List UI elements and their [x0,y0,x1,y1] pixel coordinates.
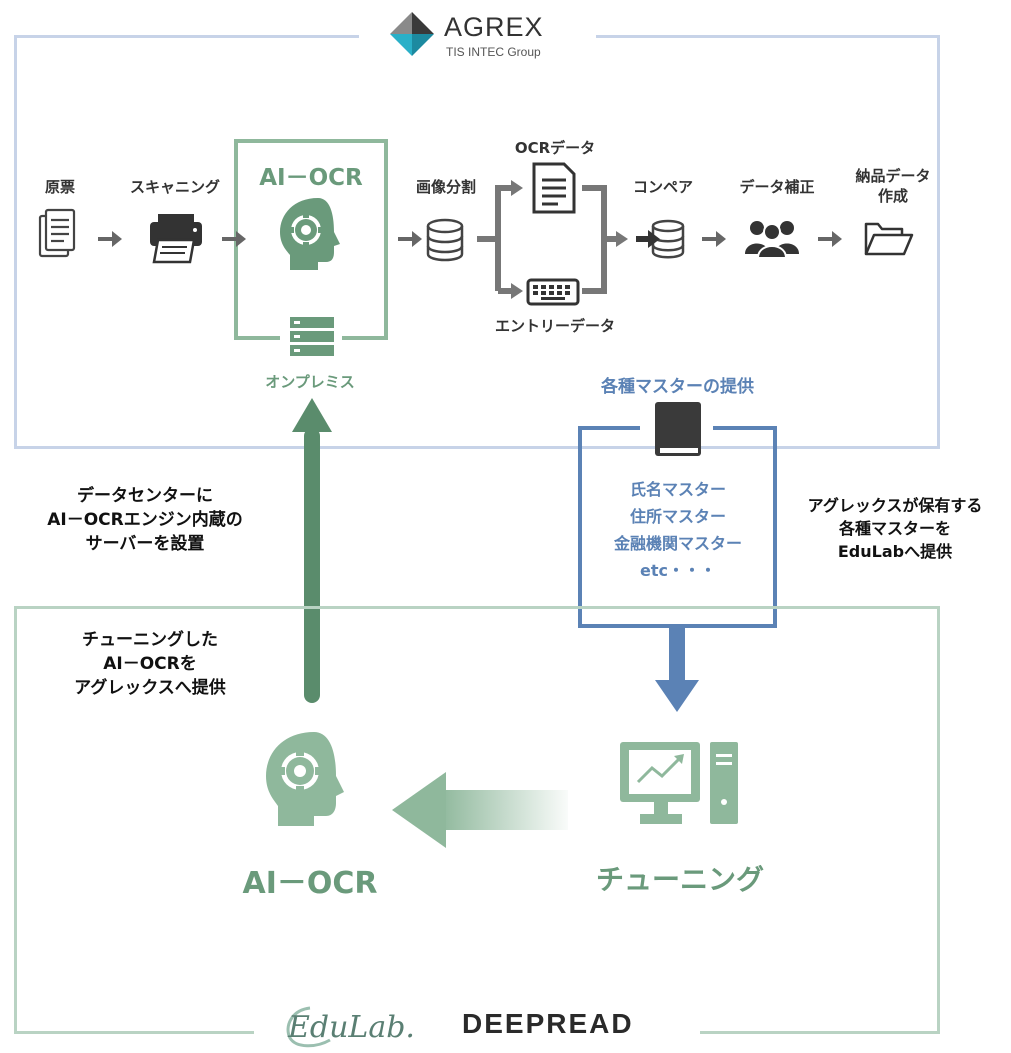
tuning-label: チューニング [595,863,764,896]
bottom-ai-ocr-label: AI－OCR [242,866,378,901]
step-label-scanning: スキャニング [129,178,220,196]
masters-item: 住所マスター [629,507,726,526]
arrow-icon [818,231,842,247]
arrow-icon [98,231,122,247]
edulab-logo-text: EduLab. [288,1010,415,1045]
edulab-frame-bottom-left [14,1031,254,1034]
ocr-document-icon [532,162,576,214]
ai-ocr-box-bottom-right [342,336,388,340]
people-icon [745,221,799,259]
masters-box [578,426,777,628]
folder-icon [864,222,914,256]
scanner-icon [150,214,202,264]
masters-list: 氏名マスター 住所マスター 金融機関マスター etc・・・ [584,476,772,584]
arrow-icon [398,231,422,247]
masters-box-fill [582,451,773,624]
step-label-delivery: 納品データ 作成 [855,167,931,205]
edulab-frame [14,606,940,1034]
agrex-group-name: TIS INTEC Group [446,45,541,59]
edulab-logo: EduLab. [282,1004,432,1050]
step-label-source: 原票 [44,178,75,196]
arrow-icon [222,231,246,247]
step-label-entry-data: エントリーデータ [494,317,615,335]
ai-head-icon [280,198,340,270]
agrex-provide-note: アグレックスが保有する 各種マスターを EduLabへ提供 [807,496,983,561]
masters-item: 氏名マスター [629,480,726,499]
agrex-company-name: AGREX [444,12,544,42]
computer-icon [620,742,738,824]
arrow-icon [702,231,726,247]
step-label-ai-ocr: AI－OCR [259,165,363,191]
download-arrow-icon [655,628,699,712]
compare-database-icon [636,219,685,259]
keyboard-icon [526,278,580,306]
ai-ocr-box-bottom-left [234,336,280,340]
onpremise-label: オンプレミス [265,373,355,391]
masters-title: 各種マスターの提供 [601,377,754,397]
agrex-frame-top-right [596,35,940,38]
step-label-correction: データ補正 [739,178,815,196]
tuning-arrow-icon [392,772,568,848]
edulab-logo-swoosh-icon [286,1006,331,1048]
tuned-ai-note: チューニングした AI－OCRを アグレックスへ提供 [74,630,226,698]
masters-item: 金融機関マスター [613,534,742,553]
book-icon [655,402,701,456]
agrex-frame [14,35,940,449]
agrex-logo-mark-icon [390,12,434,56]
deepread-logo: DEEPREAD [462,1008,634,1039]
database-icon [426,218,464,262]
branch-connector [477,185,618,294]
step-label-split: 画像分割 [415,178,476,196]
masters-item: etc・・・ [640,561,716,580]
server-icon [290,317,334,356]
document-icon [38,208,76,258]
agrex-frame-top-left [14,35,359,38]
agrex-logo: AGREX TIS INTEC Group [386,8,586,64]
ai-head-large-icon [266,732,344,826]
step-label-ocr-data: OCRデータ [514,139,596,157]
upload-arrow-icon [292,398,332,703]
arrow-icon [511,180,628,299]
datacenter-note: データセンターに AI－OCRエンジン内蔵の サーバーを設置 [47,486,243,554]
edulab-frame-bottom-right [700,1031,940,1034]
step-label-compare: コンペア [632,178,693,196]
